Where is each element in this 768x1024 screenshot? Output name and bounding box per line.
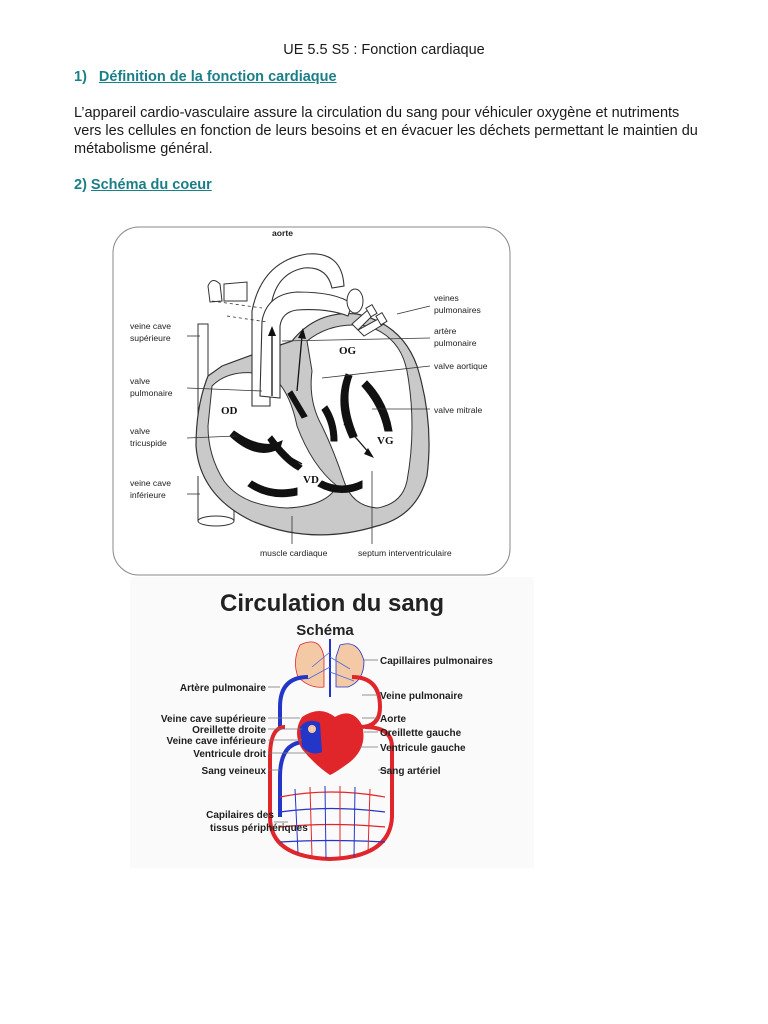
label-veine-cave-superieure: Veine cave supérieure <box>161 714 267 725</box>
label-valve-pulmonaire-1: valve <box>130 376 150 386</box>
label-muscle-cardiaque: muscle cardiaque <box>260 548 328 558</box>
label-vg: VG <box>377 435 394 447</box>
label-oreillette-gauche: Oreillette gauche <box>380 728 462 739</box>
label-ventricule-droit: Ventricule droit <box>193 749 266 760</box>
label-veine-pulmonaire: Veine pulmonaire <box>380 691 463 702</box>
label-od: OD <box>221 405 238 417</box>
label-veine-cave-sup-2: supérieure <box>130 333 171 343</box>
label-oreillette-droite: Oreillette droite <box>192 725 266 736</box>
label-aorte: Aorte <box>380 714 407 725</box>
label-veines-pulmonaires-1: veines <box>434 293 459 303</box>
label-og: OG <box>339 345 357 357</box>
label-septum: septum interventriculaire <box>358 548 452 558</box>
heart-diagram: OG OD VG VD aorte veines pulmonaires art… <box>112 226 511 576</box>
label-artere-pulmonaire: Artère pulmonaire <box>180 683 267 694</box>
label-artere-pulmonaire-1: artère <box>434 326 457 336</box>
section-1-number: 1) <box>74 69 87 85</box>
circulation-diagram: Circulation du sang Schéma <box>130 577 534 868</box>
label-artere-pulmonaire-2: pulmonaire <box>434 338 477 348</box>
section-2-number: 2) <box>74 177 87 193</box>
circulation-subtitle: Schéma <box>296 622 354 639</box>
label-valve-aortique: valve aortique <box>434 361 488 371</box>
label-ventricule-gauche: Ventricule gauche <box>380 743 466 754</box>
label-vd: VD <box>303 474 319 486</box>
label-veine-cave-inf-1: veine cave <box>130 478 171 488</box>
label-veine-cave-inferieure: Veine cave inférieure <box>166 736 266 747</box>
label-valve-pulmonaire-2: pulmonaire <box>130 388 173 398</box>
definition-paragraph: L’appareil cardio-vasculaire assure la c… <box>74 104 704 158</box>
heart-diagram-svg: OG OD VG VD aorte veines pulmonaires art… <box>112 226 511 576</box>
label-veine-cave-inf-2: inférieure <box>130 490 166 500</box>
section-2-heading: 2)Schéma du coeur <box>74 177 212 193</box>
label-sang-veineux: Sang veineux <box>202 766 267 777</box>
section-2-title: Schéma du coeur <box>91 177 212 193</box>
label-capillaires-pulmonaires: Capillaires pulmonaires <box>380 656 493 667</box>
section-1-heading: 1) Définition de la fonction cardiaque <box>74 69 337 85</box>
label-valve-tricuspide-1: valve <box>130 426 150 436</box>
circulation-title: Circulation du sang <box>220 590 444 617</box>
label-sang-arteriel: Sang artériel <box>380 766 441 777</box>
page-header: UE 5.5 S5 : Fonction cardiaque <box>0 42 768 58</box>
label-capillaires-1: Capilaires des <box>206 810 274 821</box>
label-valve-tricuspide-2: tricuspide <box>130 438 167 448</box>
label-veine-cave-sup-1: veine cave <box>130 321 171 331</box>
label-capillaires-2: tissus périphériques <box>210 823 308 834</box>
label-veines-pulmonaires-2: pulmonaires <box>434 305 481 315</box>
circulation-diagram-svg: Circulation du sang Schéma <box>130 577 534 868</box>
label-valve-mitrale: valve mitrale <box>434 405 482 415</box>
label-aorte: aorte <box>272 228 293 238</box>
section-1-title: Définition de la fonction cardiaque <box>99 69 337 85</box>
